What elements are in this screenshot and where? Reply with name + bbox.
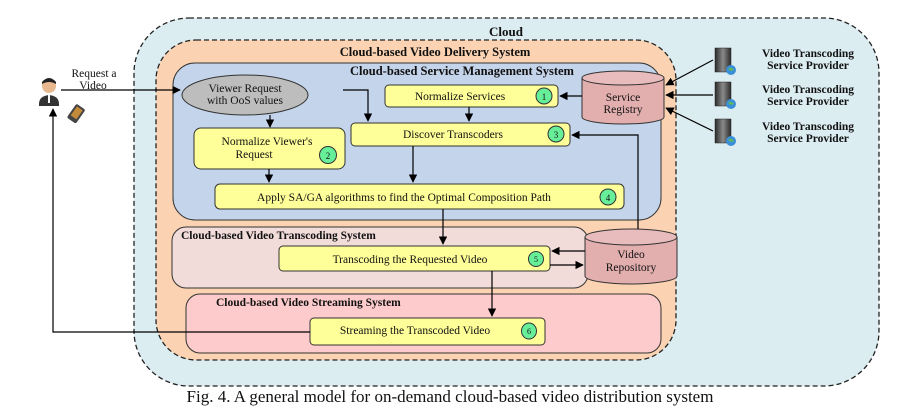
step-3-badge-number: 3 — [554, 130, 559, 140]
provider-3-line2: Service Provider — [767, 133, 849, 145]
step-1-badge — [535, 87, 553, 105]
viewer-request-line1: Viewer Request — [208, 83, 282, 95]
service-registry-line1: Service — [606, 92, 640, 104]
viewer-request-node: Viewer Request with OoS values — [181, 74, 309, 116]
step-apply-sa-ga: Apply SA/GA algorithms to find the Optim… — [214, 183, 625, 210]
step-transcoding-video: Transcoding the Requested Video 5 — [278, 245, 551, 272]
step-2-label-line2: Request — [235, 149, 273, 161]
management-system-label: Cloud-based Service Management System — [350, 64, 575, 78]
service-registry-line2: Registry — [604, 104, 643, 116]
step-5-label: Transcoding the Requested Video — [333, 254, 488, 266]
arrow-repository-to-step3 — [571, 130, 639, 229]
step-6-label: Streaming the Transcoded Video — [340, 325, 490, 337]
step-3-label: Discover Transcoders — [403, 129, 503, 141]
step-5-badge-number: 5 — [534, 255, 538, 264]
step-4-label: Apply SA/GA algorithms to find the Optim… — [257, 192, 551, 204]
request-video-label-line2: Video — [79, 80, 107, 92]
step-4-badge — [599, 188, 617, 206]
video-repository-db: Video Repository — [584, 228, 678, 285]
arrows — [48, 59, 714, 333]
server-icon — [714, 47, 736, 75]
arrow-provider3-to-registry — [665, 107, 714, 132]
step-1-label: Normalize Services — [415, 91, 506, 103]
transcoding-system-label: Cloud-based Video Transcoding System — [181, 230, 376, 242]
step-4-badge-number: 4 — [606, 193, 611, 203]
provider-1-line2: Service Provider — [767, 60, 849, 72]
provider-1: Video Transcoding Service Provider — [714, 47, 854, 75]
provider-1-line1: Video Transcoding — [762, 48, 854, 60]
provider-2-line1: Video Transcoding — [762, 84, 854, 96]
step-6-badge-number: 6 — [527, 327, 531, 336]
step-2-badge-number: 2 — [326, 151, 331, 161]
cloud-label: Cloud — [489, 24, 524, 39]
arrow-request-to-step3 — [343, 89, 373, 122]
service-registry-db: Service Registry — [581, 70, 665, 125]
phone-icon — [67, 104, 85, 124]
provider-2-line2: Service Provider — [767, 96, 849, 108]
step-2-badge — [319, 146, 337, 164]
user-icon — [39, 78, 59, 106]
delivery-system-label: Cloud-based Video Delivery System — [340, 45, 531, 59]
provider-2: Video Transcoding Service Provider — [714, 81, 854, 109]
arrow-provider1-to-registry — [665, 59, 714, 86]
viewer-request-line2: with OoS values — [207, 95, 284, 107]
arrow-step6-to-user — [48, 108, 310, 333]
video-repository-line1: Video — [617, 249, 645, 261]
step-3-badge — [547, 125, 565, 143]
step-1-badge-number: 1 — [542, 92, 547, 102]
streaming-system-label: Cloud-based Video Streaming System — [216, 297, 401, 309]
step-normalize-services: Normalize Services 1 — [384, 84, 559, 108]
step-6-badge — [521, 322, 537, 340]
video-repository-line2: Repository — [606, 262, 657, 274]
step-5-badge — [528, 251, 544, 267]
provider-3: Video Transcoding Service Provider — [714, 118, 854, 146]
server-icon — [714, 118, 736, 146]
server-icon — [714, 81, 736, 109]
step-streaming-video: Streaming the Transcoded Video 6 — [309, 317, 546, 346]
provider-3-line1: Video Transcoding — [762, 121, 854, 133]
step-2-label-line1: Normalize Viewer's — [222, 136, 313, 148]
request-video-label-line1: Request a — [71, 68, 116, 80]
figure-caption: Fig. 4. A general model for on-demand cl… — [187, 387, 714, 406]
step-normalize-viewer-request: Normalize Viewer's Request 2 — [193, 127, 346, 170]
step-discover-transcoders: Discover Transcoders 3 — [350, 122, 571, 147]
